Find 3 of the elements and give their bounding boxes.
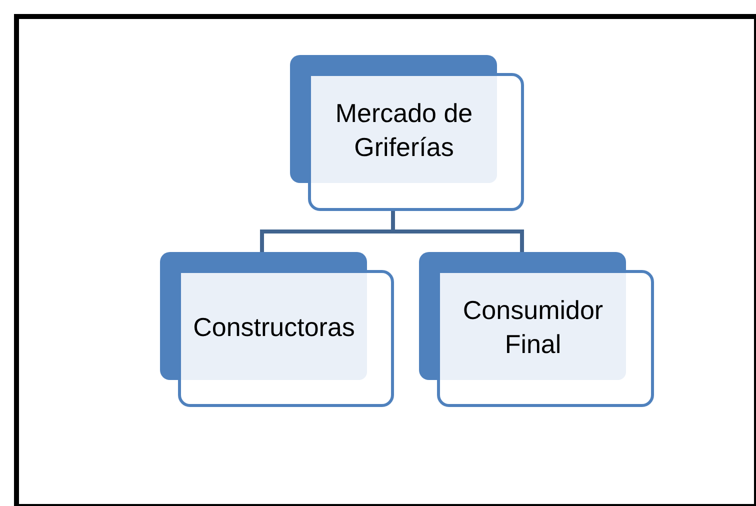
node-label: Constructoras	[193, 310, 355, 344]
node-label: Consumidor Final	[462, 294, 604, 360]
node-label: Mercado de Griferías	[334, 96, 474, 164]
